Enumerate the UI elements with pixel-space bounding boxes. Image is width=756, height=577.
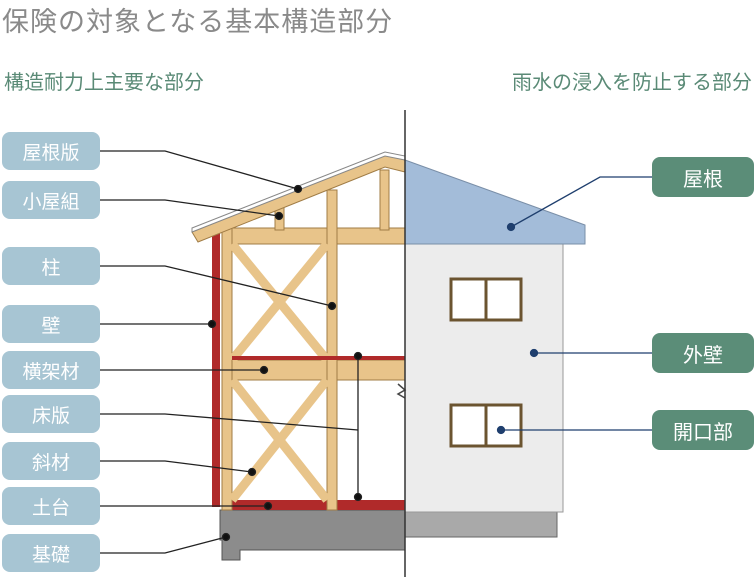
label-wall: 壁 (2, 305, 100, 343)
page-title: 保険の対象となる基本構造部分 (2, 7, 394, 38)
exterior-side (404, 159, 586, 513)
label-roof-board: 屋根版 (2, 132, 100, 170)
label-horizontal-member: 横架材 (2, 351, 100, 389)
waterproof-heading: 雨水の浸入を防止する部分 (512, 70, 752, 94)
label-roof: 屋根 (652, 157, 754, 197)
left-leaders (100, 150, 363, 554)
label-foundation: 基礎 (2, 534, 100, 572)
label-brace: 斜材 (2, 442, 100, 480)
label-floor-board: 床版 (2, 395, 100, 433)
frame-side (191, 151, 407, 511)
foundation (219, 509, 558, 561)
label-exterior-wall: 外壁 (652, 333, 754, 373)
label-roof-truss: 小屋組 (2, 181, 100, 219)
label-opening: 開口部 (652, 410, 754, 450)
structural-heading: 構造耐力上主要な部分 (4, 70, 204, 94)
label-column: 柱 (2, 247, 100, 285)
right-leaders (496, 176, 652, 435)
label-sill: 土台 (2, 487, 100, 525)
